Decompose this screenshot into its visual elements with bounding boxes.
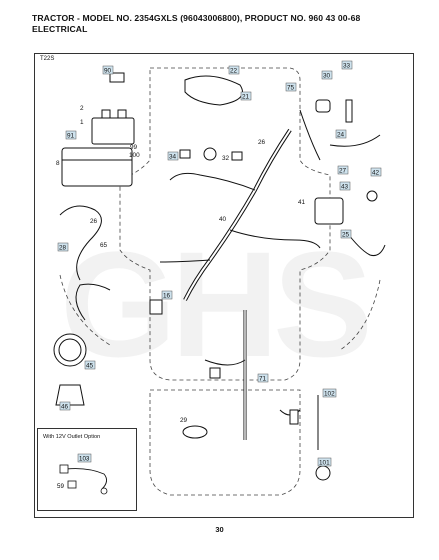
callout-29: 29	[180, 417, 188, 424]
callout-65: 65	[100, 242, 108, 249]
callout-label: 59	[57, 483, 64, 490]
callout-25: 25	[340, 229, 352, 239]
callout-59: 59	[57, 483, 64, 490]
callout-1: 1	[80, 119, 84, 126]
callout-label: 2	[80, 105, 84, 112]
callout-label: 26	[90, 218, 98, 225]
callout-100: 100	[129, 152, 140, 159]
callout-41: 41	[298, 199, 306, 206]
callout-91: 91	[65, 130, 77, 140]
callout-label: 1	[80, 119, 84, 126]
callout-24: 24	[335, 129, 347, 139]
callout-26-left: 26	[90, 218, 98, 225]
callout-16: 16	[161, 290, 173, 300]
callout-label: 42	[372, 170, 380, 177]
callout-label: 40	[219, 216, 227, 223]
callout-label: 91	[67, 133, 75, 140]
callout-22: 22	[228, 65, 240, 75]
callout-30: 30	[321, 70, 333, 80]
callout-label: 28	[59, 245, 67, 252]
callout-label: 90	[104, 68, 112, 75]
callout-label: 21	[242, 94, 250, 101]
part-callouts: 90 2 1 91 8 99 100 22 21 75 30 33 24 26 …	[56, 60, 382, 467]
callout-label: 30	[323, 73, 331, 80]
page-title: TRACTOR - MODEL NO. 2354GXLS (9604300680…	[32, 13, 361, 23]
callout-label: 29	[180, 417, 188, 424]
callout-45: 45	[84, 360, 96, 370]
callout-71: 71	[257, 373, 269, 383]
callout-label: 41	[298, 199, 306, 206]
callout-label: 99	[130, 144, 138, 151]
battery-assembly	[61, 72, 135, 187]
callout-label: 43	[341, 184, 349, 191]
callout-27: 27	[337, 165, 349, 175]
callout-33: 33	[341, 60, 353, 70]
callout-label: 101	[319, 460, 330, 467]
section-title: ELECTRICAL	[32, 24, 88, 34]
callout-40: 40	[219, 216, 227, 223]
callout-8: 8	[56, 160, 60, 167]
tractor-chassis-outline	[59, 67, 381, 496]
callout-label: 34	[169, 154, 177, 161]
callout-label: 71	[259, 376, 267, 383]
callout-102: 102	[322, 388, 337, 398]
callout-label: 27	[339, 168, 347, 175]
callout-103: 103	[77, 453, 92, 463]
electrical-components	[53, 99, 378, 481]
diagram-frame	[34, 53, 414, 518]
callout-label: 16	[163, 293, 171, 300]
outlet-option-drawing: 103 59	[57, 453, 108, 495]
inset-title: With 12V Outlet Option	[43, 434, 101, 440]
callout-label: 100	[129, 152, 140, 159]
callout-34: 34	[167, 151, 179, 161]
callout-label: 32	[222, 155, 230, 162]
callout-label: 22	[230, 68, 238, 75]
callout-46: 46	[59, 401, 71, 411]
page-number: 30	[215, 525, 224, 534]
callout-label: 75	[287, 85, 295, 92]
callout-2: 2	[80, 105, 84, 112]
callout-90: 90	[102, 65, 114, 75]
callout-label: 45	[86, 363, 94, 370]
callout-label: 25	[342, 232, 350, 239]
12v-outlet-option-inset: With 12V Outlet Option 103 59	[37, 428, 137, 511]
callout-101: 101	[317, 457, 332, 467]
callout-21: 21	[240, 91, 252, 101]
diagram-id: T22S	[40, 56, 55, 62]
callout-label: 102	[324, 391, 335, 398]
callout-label: 26	[258, 139, 266, 146]
callout-label: 33	[343, 63, 351, 70]
callout-26-top: 26	[258, 139, 266, 146]
callout-75: 75	[285, 82, 297, 92]
callout-32: 32	[222, 155, 230, 162]
callout-42: 42	[370, 167, 382, 177]
callout-99: 99	[130, 144, 138, 151]
callout-label: 8	[56, 160, 60, 167]
callout-label: 24	[337, 132, 345, 139]
callout-28: 28	[57, 242, 69, 252]
callout-43: 43	[339, 181, 351, 191]
callout-label: 46	[61, 404, 69, 411]
callout-label: 65	[100, 242, 108, 249]
callout-label: 103	[79, 456, 90, 463]
